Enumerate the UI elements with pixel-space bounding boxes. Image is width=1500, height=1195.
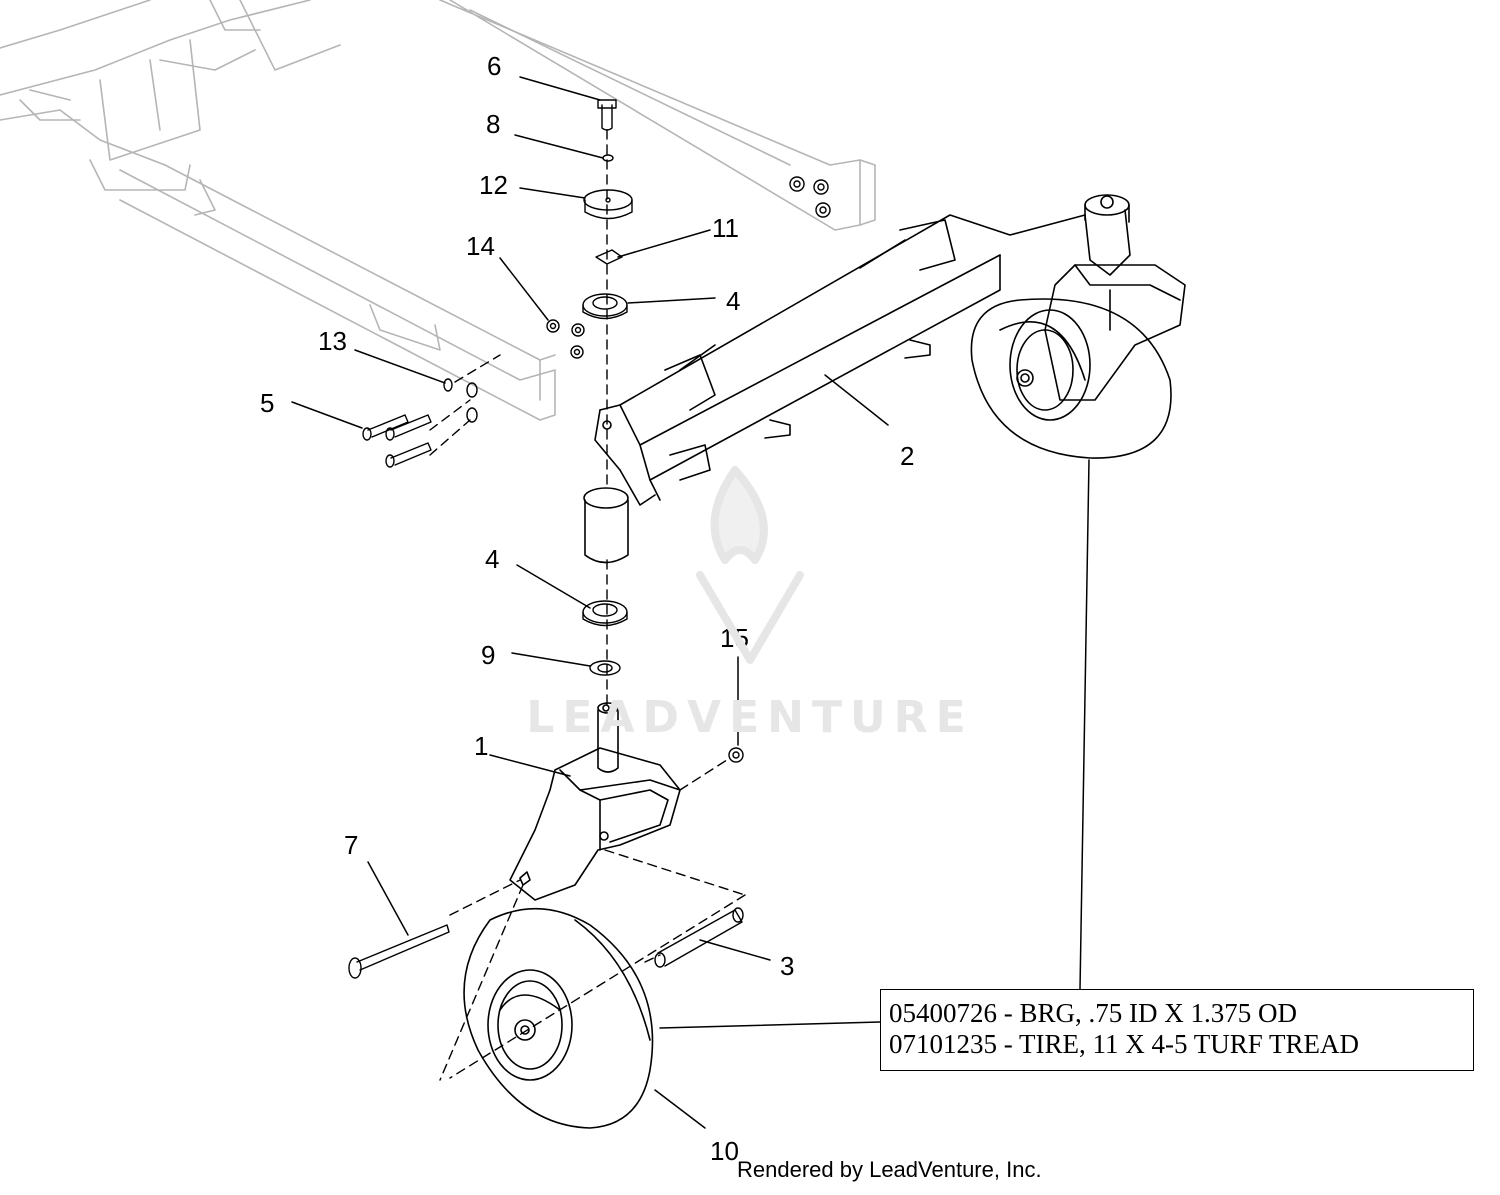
hardware xyxy=(348,99,744,979)
assembly-lines xyxy=(429,129,746,1081)
callout-7: 7 xyxy=(344,830,358,860)
watermark-logo xyxy=(696,466,804,664)
frame-nuts xyxy=(789,176,831,218)
callout-labels: 1 2 3 4 4 5 6 7 8 9 10 11 12 13 14 15 xyxy=(260,51,914,1166)
callout-14: 14 xyxy=(466,231,495,261)
footer-credit: Rendered by LeadVenture, Inc. xyxy=(737,1157,1042,1182)
callout-9: 9 xyxy=(481,640,495,670)
right-wheel-assembly xyxy=(970,264,1186,459)
leader-lines xyxy=(291,76,1090,1129)
front-axle xyxy=(583,194,1131,564)
callout-3: 3 xyxy=(780,951,794,981)
callout-2: 2 xyxy=(900,441,914,471)
caster-fork xyxy=(509,702,681,901)
callout-12: 12 xyxy=(479,170,508,200)
callout-4-upper: 4 xyxy=(726,286,740,316)
callout-13: 13 xyxy=(318,326,347,356)
callout-6: 6 xyxy=(487,51,501,81)
parts-list-box: 05400726 - BRG, .75 ID X 1.375 OD 071012… xyxy=(880,989,1474,1071)
left-wheel xyxy=(463,907,654,1129)
callout-8: 8 xyxy=(486,109,500,139)
callout-10: 10 xyxy=(710,1136,739,1166)
callout-11: 11 xyxy=(712,213,739,243)
callout-1: 1 xyxy=(474,731,488,761)
callout-5: 5 xyxy=(260,388,274,418)
callout-4-lower: 4 xyxy=(485,544,499,574)
mower-frame xyxy=(0,0,876,421)
parts-line-tire: 07101235 - TIRE, 11 X 4-5 TURF TREAD xyxy=(889,1029,1360,1059)
watermark-text: LEADVENTURE xyxy=(526,692,974,743)
parts-line-bearing: 05400726 - BRG, .75 ID X 1.375 OD xyxy=(889,998,1297,1028)
